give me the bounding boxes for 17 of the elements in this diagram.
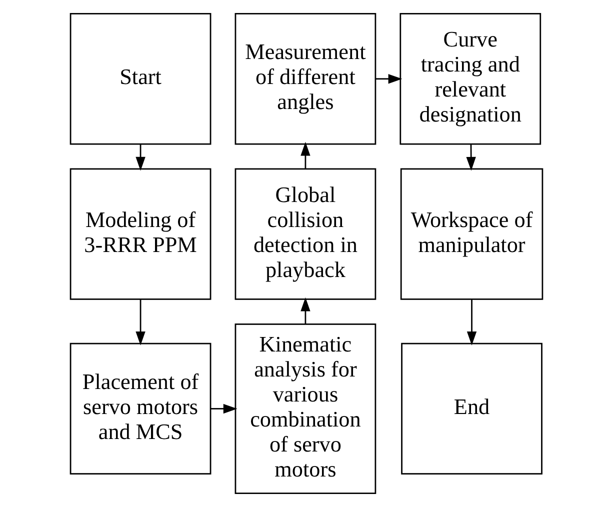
node-box: Start: [69, 13, 211, 145]
arrow: [135, 299, 145, 346]
arrow: [135, 144, 145, 171]
node-box: Measurement of different angles: [234, 13, 376, 145]
arrow: [466, 144, 476, 171]
node-box: Workspace of manipulator: [400, 168, 543, 300]
node-box: Global collision detection in playback: [234, 168, 376, 300]
node-box: End: [400, 342, 542, 475]
arrow: [210, 404, 237, 414]
node-box: Curve tracing and relevant designation: [399, 13, 541, 145]
node-box: Placement of servo motors and MCS: [69, 342, 211, 475]
arrow: [300, 142, 310, 169]
arrow: [466, 299, 476, 346]
node-box: Modeling of 3-RRR PPM: [69, 168, 211, 300]
arrow: [300, 297, 310, 324]
arrow: [375, 74, 402, 84]
node-box: Kinematic analysis for various combination of servo motors: [234, 324, 376, 494]
